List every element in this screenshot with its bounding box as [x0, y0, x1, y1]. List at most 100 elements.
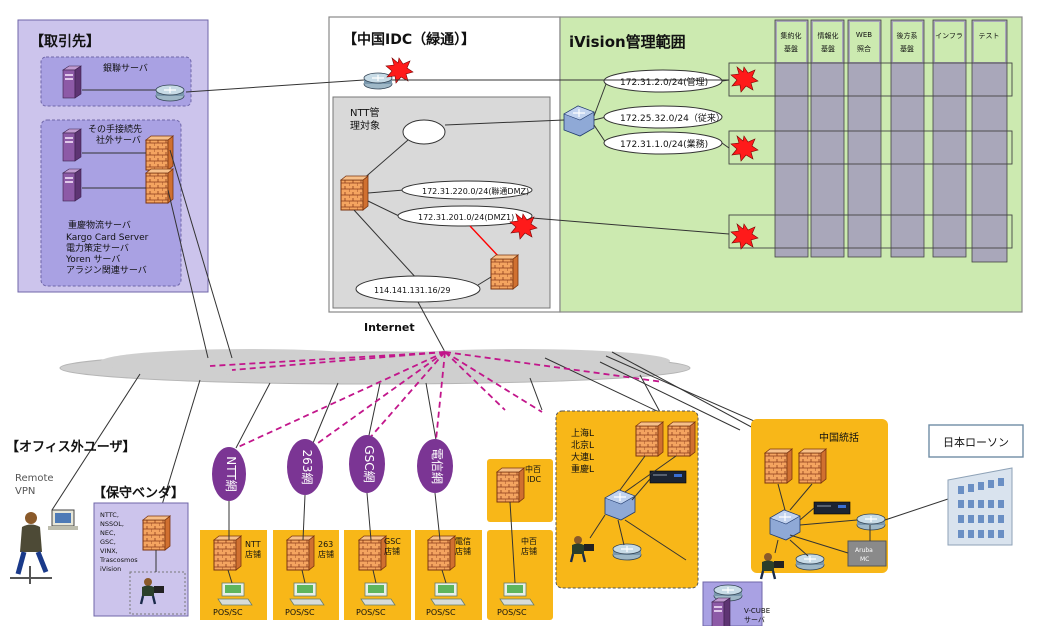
pos-label: POS/SC	[497, 608, 527, 617]
internet-label: Internet	[364, 321, 415, 334]
other-partner-label-1: その手接続先	[88, 123, 142, 135]
vendor-name: NEC,	[100, 529, 116, 537]
vendor-firewall-icon	[142, 515, 171, 551]
partner-server-item: 電力策定サーバ	[66, 242, 129, 254]
vendor-name: VINX,	[100, 547, 118, 555]
ivision-column-label: WEB	[856, 31, 872, 39]
zhongbai-zone: 中百 IDC 中百 店铺 POS/SC	[487, 459, 553, 620]
carrier-label-263: 263網	[300, 450, 314, 485]
ntt-managed-label-2: 理対象	[350, 119, 380, 132]
network-legacy-label: 172.25.32.0/24（従来）	[620, 112, 725, 124]
other-partner-label-2: 社外サーバ	[96, 134, 141, 146]
vcube-label-1: V-CUBE	[744, 607, 770, 615]
pos-label: POS/SC	[285, 608, 315, 617]
store-firewall-icon	[427, 535, 456, 571]
ivision-column-label: 基盤	[821, 44, 835, 53]
china-idc-zone: 【中国IDC（緑通）】 NTT管 理対象	[328, 16, 561, 313]
partner-server-item: 重慶物流サーバ	[68, 219, 131, 231]
pos-label: POS/SC	[213, 608, 243, 617]
idc-firewall-icon	[340, 175, 369, 211]
region-label: 大連L	[571, 451, 594, 463]
remote-vpn-label-2: VPN	[15, 486, 35, 497]
zhongbai-firewall-icon	[496, 467, 525, 503]
carrier-label-gsc: GSC網	[362, 445, 376, 482]
zhongbai-store-label-1: 中百	[521, 536, 537, 546]
remote-users-title: 【オフィス外ユーザ】	[6, 439, 135, 455]
store-label-telecom-1: 電信	[455, 536, 471, 546]
partner-server-item: アラジン関連サーバ	[66, 264, 147, 276]
region-appliance-icon	[649, 470, 687, 484]
zhongbai-idc-label-1: 中百	[525, 464, 541, 474]
ivision-columns: 集約化 基盤 情報化 基盤 WEB 照合 後方系 基盤 インフラ テスト	[728, 19, 1013, 263]
other-server-icon-1	[62, 128, 82, 162]
vcube-server-icon	[711, 597, 731, 626]
hq-appliance-icon	[813, 501, 851, 515]
pos-label: POS/SC	[356, 608, 386, 617]
vendor-name: GSC,	[100, 538, 116, 546]
lawson-label: 日本ローソン	[943, 435, 1009, 449]
ivision-column-label: インフラ	[935, 32, 963, 40]
china-hq-zone: 中国統括 Aruba MC	[751, 419, 961, 581]
lawson-zone: 日本ローソン	[928, 424, 1024, 546]
store-label-ntt-2: 店铺	[245, 549, 261, 559]
building-icon	[947, 467, 1013, 546]
ivision-column-label: 情報化	[818, 31, 839, 40]
idc-title: 【中国IDC（緑通）】	[343, 31, 475, 48]
ivision-column-label: 照合	[857, 44, 871, 53]
hq-firewall-icon	[798, 448, 827, 484]
region-firewall-icon	[635, 421, 664, 457]
remote-users-zone: 【オフィス外ユーザ】 Remote VPN	[6, 439, 135, 584]
region-firewall-icon	[667, 421, 696, 457]
ivision-title: iVision管理範囲	[569, 33, 686, 51]
bank-server-label: 銀聯サーバ	[103, 62, 148, 74]
partner-firewall-icon-1	[145, 135, 174, 171]
vcube-label-2: サーバ	[744, 616, 765, 624]
bank-server-icon	[62, 65, 82, 99]
ivision-column-label: 後方系	[897, 31, 918, 40]
network-business-label: 172.31.1.0/24(業務)	[620, 138, 708, 150]
ivision-column-label: 基盤	[900, 44, 914, 53]
internet-dashed-links	[209, 351, 664, 449]
vendor-name: Trascosmos	[99, 556, 138, 564]
carrier-label-ntt: NTT網	[224, 456, 238, 491]
dmz1-network-label: 172.31.201.0/24(DMZ1)	[418, 213, 514, 222]
ivision-column-label: 基盤	[784, 44, 798, 53]
region-label: 北京L	[571, 439, 594, 451]
partner-server-item: Kargo Card Server	[66, 233, 149, 243]
partner-zone: 【取引先】 銀聯サーバ その手接続先 社外サーバ 重慶物流サーバ Kargo C…	[17, 19, 209, 293]
ivision-column-label: 集約化	[781, 31, 802, 40]
aruba-label-2: MC	[860, 556, 869, 563]
ivision-network-ellipses: 172.31.2.0/24(管理) 172.25.32.0/24（従来） 172…	[593, 69, 730, 155]
aruba-label-1: Aruba	[855, 547, 873, 554]
network-mgmt-label: 172.31.2.0/24(管理)	[620, 76, 708, 88]
idc-router-icon	[363, 72, 393, 90]
china-hq-title: 中国統括	[819, 431, 859, 444]
vendor-name: NTTC,	[100, 511, 119, 519]
store-label-gsc-1: GSC	[384, 537, 401, 546]
store-label-gsc-2: 店铺	[384, 546, 400, 556]
regional-offices-zone: 上海L 北京L 大連L 重慶L	[555, 410, 699, 589]
region-router-icon	[612, 543, 642, 561]
bank-router-icon	[155, 84, 185, 102]
store-label-ntt-1: NTT	[245, 540, 261, 549]
carrier-label-telecom: 電信網	[430, 448, 444, 484]
partner-firewall-icon-2	[145, 168, 174, 204]
hq-router-icon	[795, 553, 825, 571]
ivision-zone: iVision管理範囲 集約化 基盤 情報化 基盤 WEB 照合 後方系 基盤	[559, 16, 1023, 313]
region-label: 上海L	[571, 427, 594, 439]
vendor-name: NSSOL,	[100, 520, 124, 528]
dmz-network-label: 172.31.220.0/24(聯通DMZ)	[422, 186, 529, 196]
vendors-zone: 【保守ベンダ】 NTTC, NSSOL, NEC, GSC, VINX, Tra…	[93, 485, 189, 617]
remote-vpn-label-1: Remote	[15, 473, 54, 484]
store-label-263-2: 店铺	[318, 549, 334, 559]
zhongbai-store-label-2: 店铺	[521, 546, 537, 556]
carrier-networks: NTT網 NTT 店铺 POS/SC 263網 263 店铺 POS/SC GS…	[200, 435, 482, 620]
dmz-firewall-icon	[490, 254, 519, 290]
vendors-title: 【保守ベンダ】	[93, 485, 184, 501]
partner-title: 【取引先】	[30, 33, 100, 50]
hq-firewall-icon	[764, 448, 793, 484]
store-label-telecom-2: 店铺	[455, 546, 471, 556]
ntt-managed-label-1: NTT管	[350, 106, 380, 119]
partner-server-list: 重慶物流サーバ Kargo Card Server 電力策定サーバ Yoren …	[65, 219, 149, 276]
remote-user-icon	[10, 509, 78, 584]
